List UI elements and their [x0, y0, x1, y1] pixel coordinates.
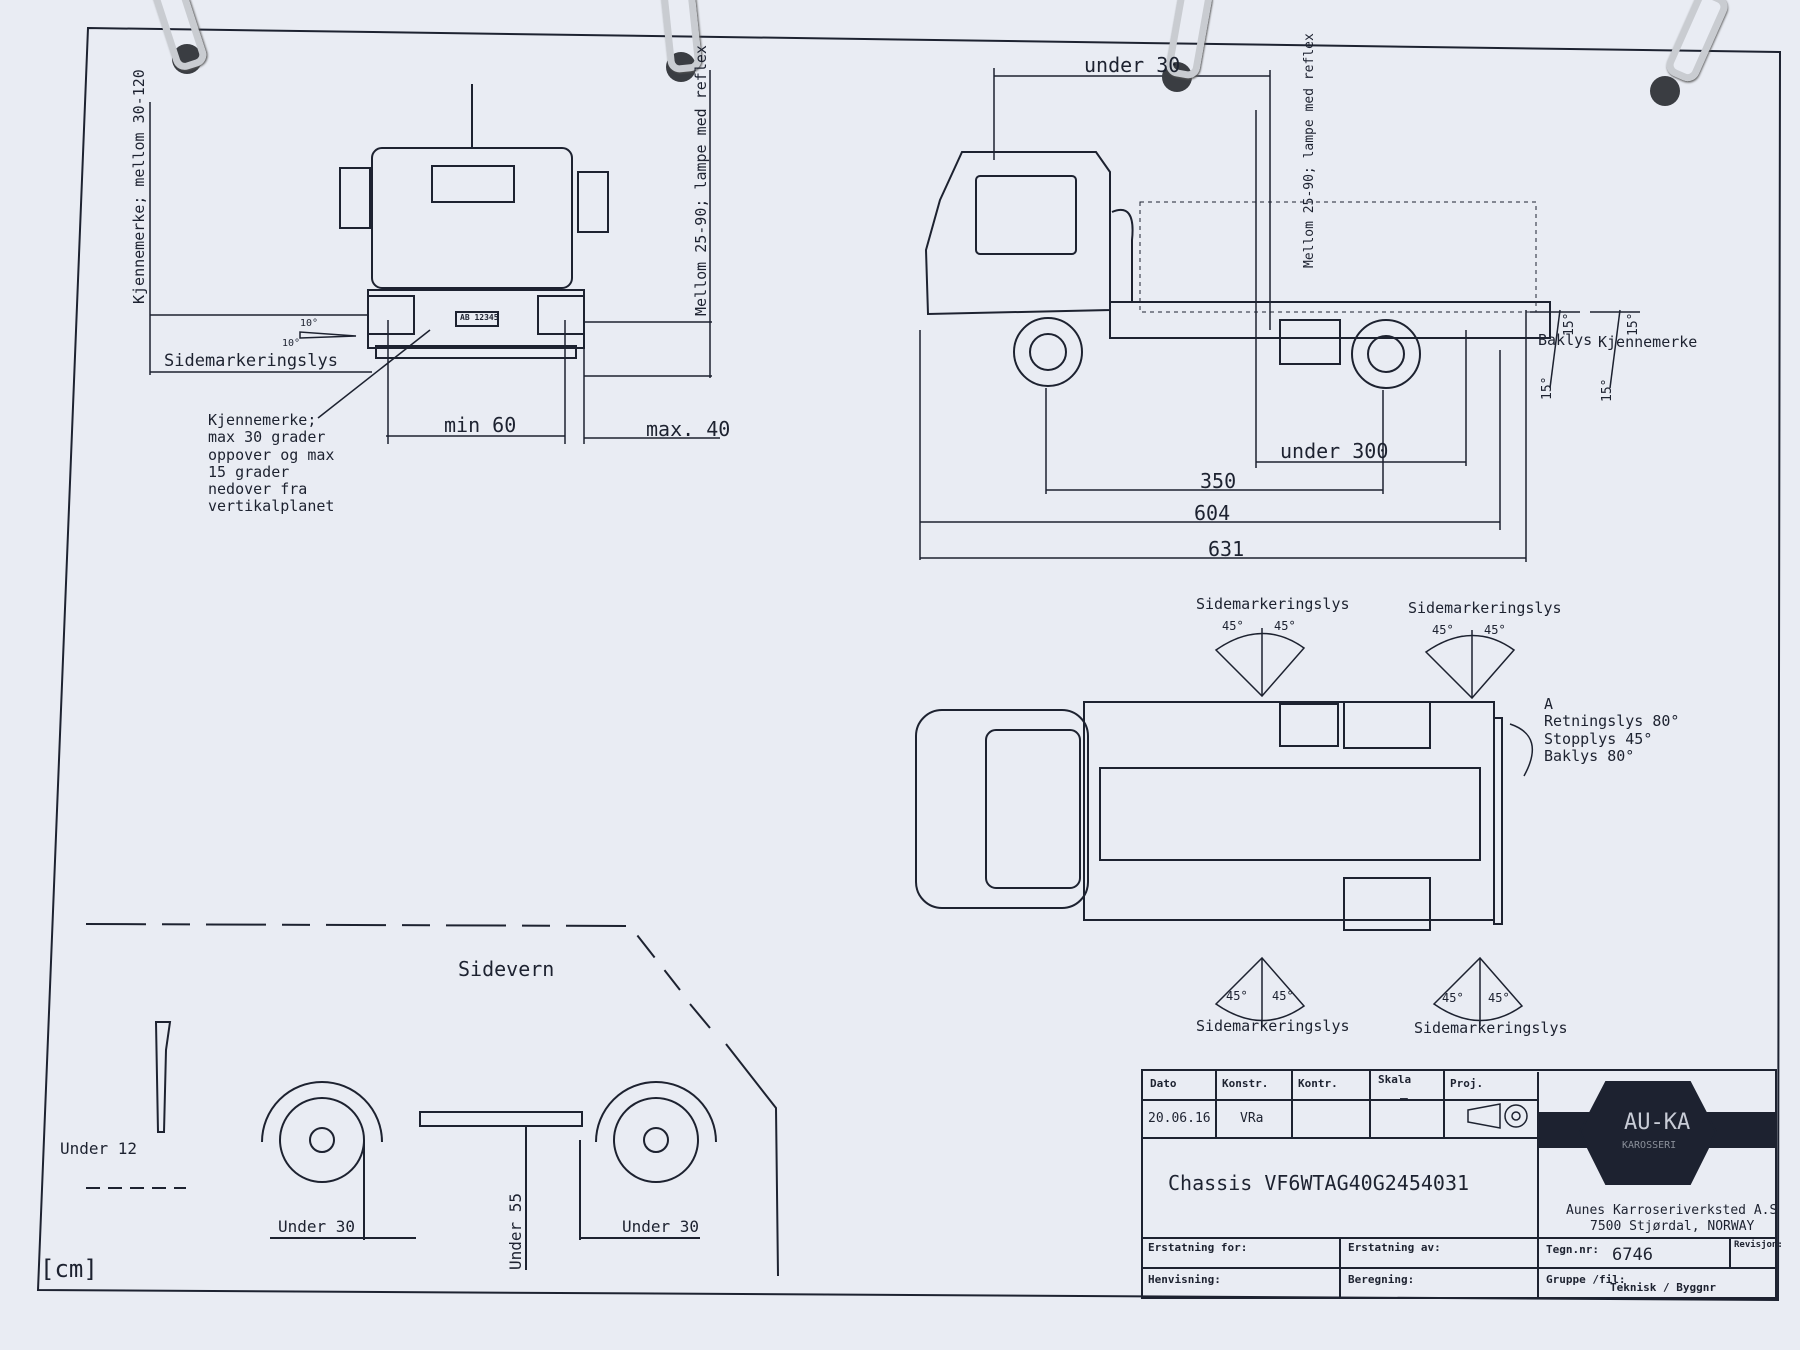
unit-label: [cm]	[40, 1255, 98, 1283]
tb-skala-label: Skala	[1378, 1073, 1412, 1086]
tb-chassis: Chassis VF6WTAG40G2454031	[1168, 1171, 1470, 1195]
tb-proj-label: Proj.	[1450, 1077, 1484, 1090]
tb-company-address: 7500 Stjørdal, NORWAY	[1590, 1219, 1755, 1234]
front-dim-max: max. 40	[646, 417, 731, 441]
side-dim-350: 350	[1200, 469, 1237, 493]
front-angle-down-label: 10°	[282, 338, 301, 349]
sidevern-under-30-front: Under 30	[278, 1217, 356, 1236]
binder-hole	[172, 44, 202, 74]
tb-beregning-label: Beregning:	[1348, 1273, 1415, 1286]
rear-light-line: A	[1544, 695, 1554, 713]
tb-erstatning-for: Erstatning for:	[1148, 1241, 1248, 1254]
front-sidemarkering-label: Sidemarkeringslys	[164, 351, 338, 371]
front-kjennemerke-height-label: Kjennemerke; mellom 30-120	[130, 69, 148, 304]
tb-logo-sub: KAROSSERI	[1622, 1140, 1677, 1151]
title-block-frame	[1141, 1069, 1777, 1299]
tb-konstr-value: VRa	[1240, 1111, 1264, 1126]
rear-light-line: Retningslys 80°	[1544, 712, 1680, 731]
tb-gruppe-value: Teknisk / Byggnr	[1610, 1281, 1716, 1294]
tb-tegn-label: Tegn.nr:	[1546, 1243, 1599, 1256]
binder-hole	[666, 52, 696, 82]
top-angle-label: 45°	[1226, 989, 1248, 1003]
tb-company-name: Aunes Karroseriverksted A.S	[1566, 1203, 1778, 1218]
projection-symbol	[1467, 1103, 1528, 1129]
front-view-cab	[339, 84, 609, 359]
tb-logo-text: AU-KA	[1624, 1110, 1691, 1135]
top-rear-lights-note: A Retningslys 80° Stopplys 45° Baklys 80…	[1544, 695, 1680, 765]
tb-konstr-label: Konstr.	[1222, 1077, 1269, 1090]
note-line: vertikalplanet	[208, 497, 335, 516]
tb-erstatning-av: Erstatning av:	[1348, 1241, 1441, 1254]
rear-light-line: Baklys 80°	[1544, 746, 1635, 765]
front-plate-text: AB 12345	[460, 313, 499, 322]
logo-hexagon	[1578, 1081, 1718, 1185]
side-dim-top: under 30	[1084, 53, 1181, 77]
top-angle-label: 45°	[1222, 619, 1244, 633]
note-line: max 30 grader	[208, 428, 326, 447]
top-sidemarkering-label: Sidemarkeringslys	[1408, 599, 1562, 617]
tb-dato-label: Dato	[1150, 1077, 1177, 1090]
front-kjennemerke-note: Kjennemerke; max 30 grader oppover og ma…	[208, 411, 335, 516]
sidevern-under-30-rear: Under 30	[622, 1217, 700, 1236]
rear-light-line: Stopplys 45°	[1544, 729, 1653, 748]
side-angle-15-label: 15°	[1540, 376, 1555, 400]
front-angle-up-label: 10°	[300, 318, 319, 329]
top-angle-label: 45°	[1432, 623, 1454, 637]
front-dim-min: min 60	[444, 413, 517, 437]
side-angle-15-label: 15°	[1626, 312, 1641, 336]
side-dim-604: 604	[1194, 501, 1231, 525]
binder-hole	[1650, 76, 1680, 106]
top-angle-label: 45°	[1442, 991, 1464, 1005]
side-baklys-label: Baklys	[1538, 331, 1593, 349]
note-line: 15 grader	[208, 462, 290, 481]
note-line: oppover og max	[208, 445, 335, 464]
tb-skala-value: —	[1400, 1091, 1408, 1106]
top-angle-label: 45°	[1484, 623, 1506, 637]
tb-tegn-value: 6746	[1612, 1245, 1653, 1265]
tb-henvisning-label: Henvisning:	[1148, 1273, 1221, 1286]
side-angle-15-label: 15°	[1562, 312, 1577, 336]
top-sidemarkering-label: Sidemarkeringslys	[1414, 1019, 1568, 1037]
tb-gruppe-label: Gruppe /fil:	[1546, 1273, 1626, 1286]
side-dim-631: 631	[1208, 537, 1245, 561]
note-line: nedover fra	[208, 480, 308, 498]
tb-dato-value: 20.06.16	[1148, 1111, 1211, 1126]
side-view-truck	[924, 151, 1551, 389]
top-angle-label: 45°	[1272, 989, 1294, 1003]
binder-hole	[1162, 62, 1192, 92]
top-view-light-cones	[1214, 628, 1533, 1026]
sidevern-title: Sidevern	[458, 957, 555, 981]
top-sidemarkering-label: Sidemarkeringslys	[1196, 595, 1350, 613]
front-lamp-height-label: Mellom 25-90; lampe med reflex	[692, 45, 710, 316]
side-view-dimension-lines	[919, 68, 1640, 562]
tb-kontr-label: Kontr.	[1298, 1077, 1338, 1090]
top-view-truck	[915, 701, 1503, 931]
sidevern-under-12: Under 12	[60, 1139, 138, 1158]
tb-revisjon-label: Revisjon:	[1734, 1240, 1783, 1250]
side-kjennemerke-label: Kjennemerke	[1598, 333, 1698, 351]
top-angle-label: 45°	[1488, 991, 1510, 1005]
front-view-dimension-lines	[149, 70, 720, 444]
side-dim-under-300: under 300	[1280, 439, 1389, 463]
sidevern-diagram	[85, 923, 779, 1277]
sheet-border	[36, 26, 1782, 1302]
side-lamp-height-label: Mellom 25-90; lampe med reflex	[1302, 33, 1317, 268]
top-angle-label: 45°	[1274, 619, 1296, 633]
note-line: Kjennemerke;	[208, 411, 317, 429]
top-sidemarkering-label: Sidemarkeringslys	[1196, 1017, 1350, 1035]
side-angle-15-label: 15°	[1600, 378, 1615, 402]
sidevern-under-55: Under 55	[506, 1192, 525, 1270]
